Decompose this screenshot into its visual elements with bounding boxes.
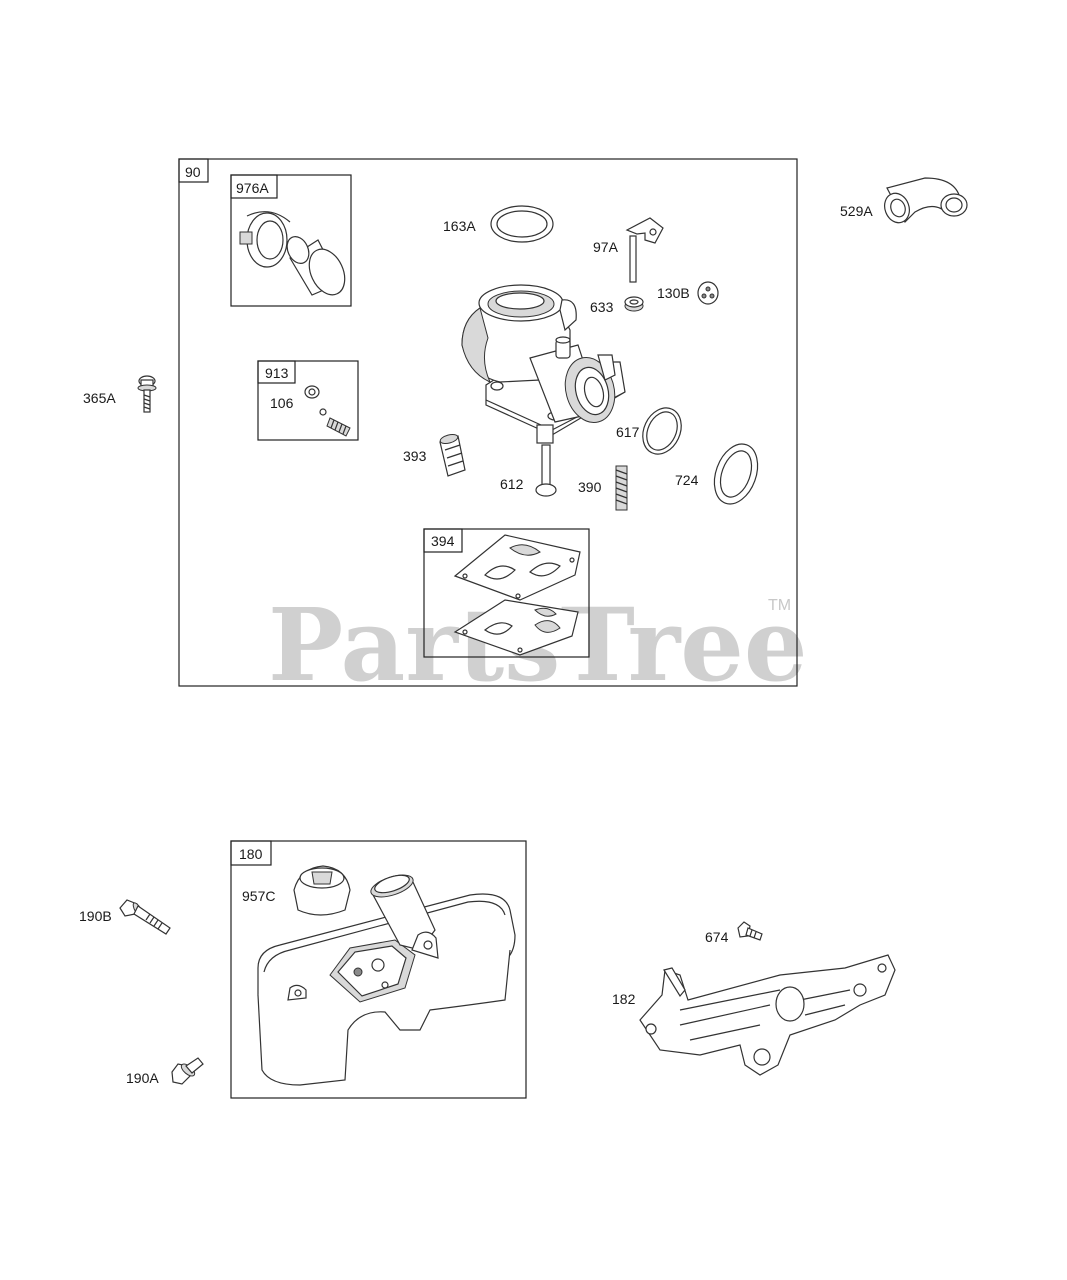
gasket-lower bbox=[453, 599, 579, 656]
label-957C: 957C bbox=[242, 888, 275, 904]
label-190B: 190B bbox=[79, 908, 112, 924]
label-390: 390 bbox=[578, 479, 602, 495]
screw-674 bbox=[737, 921, 763, 941]
label-617: 617 bbox=[616, 424, 640, 440]
label-190A: 190A bbox=[126, 1070, 159, 1086]
tube-part bbox=[286, 236, 346, 296]
label-106: 106 bbox=[270, 395, 294, 411]
gasket-724 bbox=[713, 443, 759, 505]
elbow-529A bbox=[884, 177, 968, 224]
shaft-97A bbox=[625, 217, 664, 283]
fuel-tank bbox=[257, 874, 516, 1086]
bolt-190A bbox=[171, 1057, 204, 1085]
label-724: 724 bbox=[675, 472, 699, 488]
group-913[interactable]: 913 106 bbox=[257, 360, 359, 441]
spring-390 bbox=[615, 465, 628, 511]
jet-part bbox=[304, 385, 351, 437]
cap-957C bbox=[293, 865, 351, 916]
group-976A[interactable]: 976A bbox=[230, 174, 352, 307]
label-674: 674 bbox=[705, 929, 729, 945]
bracket-182 bbox=[639, 954, 896, 1076]
screen-393 bbox=[439, 433, 466, 477]
gasket-upper bbox=[453, 534, 581, 601]
group-913-label: 913 bbox=[265, 365, 289, 381]
label-163A: 163A bbox=[443, 218, 476, 234]
group-394-label: 394 bbox=[431, 533, 455, 549]
carburetor-body bbox=[461, 284, 626, 444]
gasket-163A bbox=[490, 205, 554, 243]
label-529A: 529A bbox=[840, 203, 873, 219]
group-180-label: 180 bbox=[239, 846, 263, 862]
label-365A: 365A bbox=[83, 390, 116, 406]
label-130B: 130B bbox=[657, 285, 690, 301]
label-633: 633 bbox=[590, 299, 614, 315]
group-90[interactable]: 90 bbox=[178, 158, 798, 687]
group-394[interactable]: 394 bbox=[423, 528, 590, 658]
plate-130B bbox=[697, 281, 719, 305]
seal-633 bbox=[624, 296, 644, 312]
bolt-190B bbox=[119, 899, 171, 935]
label-393: 393 bbox=[403, 448, 427, 464]
pickup-612 bbox=[535, 444, 557, 497]
group-976A-label: 976A bbox=[236, 180, 269, 196]
label-182: 182 bbox=[612, 991, 636, 1007]
label-612: 612 bbox=[500, 476, 524, 492]
group-180[interactable]: 180 957C bbox=[230, 840, 527, 1099]
group-90-label: 90 bbox=[185, 164, 201, 180]
collar-part bbox=[239, 211, 291, 268]
watermark-trademark: TM bbox=[768, 597, 791, 614]
screw-365A bbox=[137, 375, 157, 413]
label-97A: 97A bbox=[593, 239, 619, 255]
oring-617 bbox=[642, 407, 682, 455]
